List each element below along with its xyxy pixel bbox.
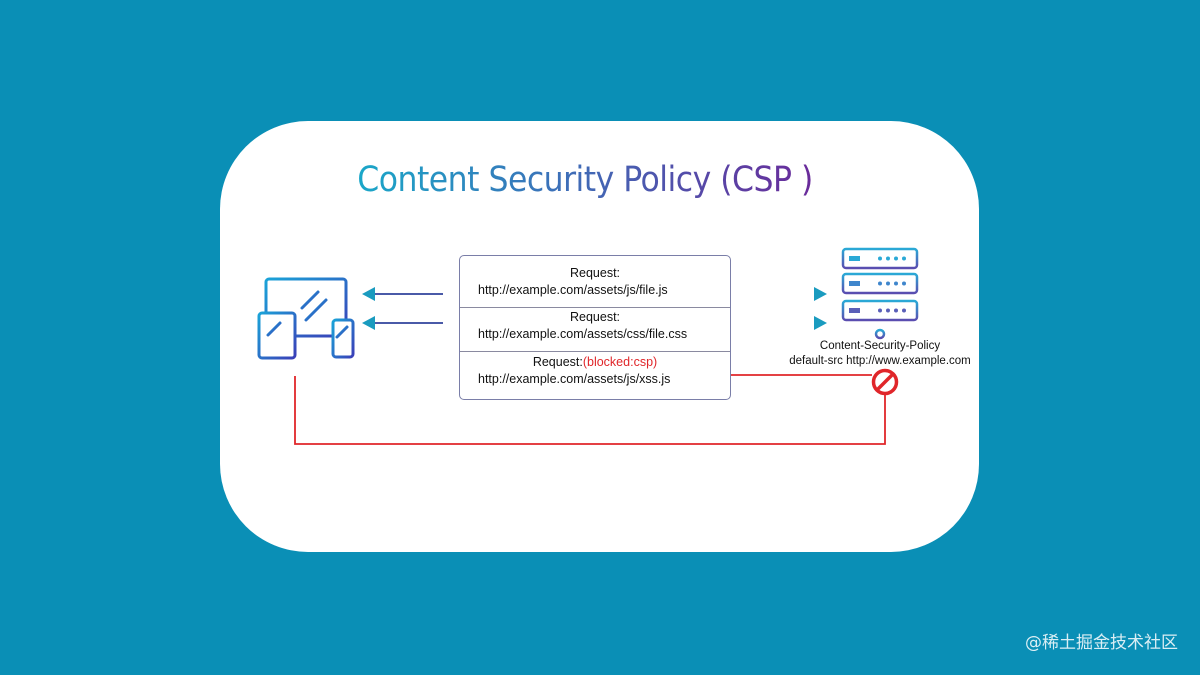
request-url: http://example.com/assets/js/xss.js: [478, 372, 671, 386]
response-arrow-1: [362, 287, 443, 301]
requests-box: Request: http://example.com/assets/js/fi…: [459, 255, 731, 400]
request-item: Request: http://example.com/assets/js/fi…: [460, 265, 730, 299]
server-rack-icon: [841, 247, 919, 340]
server-caption: Content-Security-Policy default-src http…: [770, 339, 990, 369]
request-label-line: Request:(blocked:csp): [460, 354, 730, 371]
blocked-status: (blocked:csp): [582, 355, 658, 369]
csp-header-value: default-src http://www.example.com: [789, 355, 971, 367]
divider: [460, 307, 730, 308]
request-arrow-1: [740, 287, 827, 301]
watermark: @稀土掘金技术社区: [1025, 633, 1178, 653]
request-label: Request:: [532, 355, 583, 369]
request-url: http://example.com/assets/css/file.css: [478, 327, 688, 341]
diagram-title: Content Security Policy (CSP ): [357, 160, 813, 200]
blocked-path: [294, 374, 886, 445]
request-label: Request:: [569, 266, 621, 280]
request-url: http://example.com/assets/js/file.js: [478, 283, 668, 297]
devices-icon: [257, 277, 355, 360]
request-item-blocked: Request:(blocked:csp) http://example.com…: [460, 354, 730, 388]
server-lights: [849, 256, 906, 313]
no-entry-icon: [871, 368, 899, 396]
csp-header-name: Content-Security-Policy: [819, 340, 941, 352]
request-label: Request:: [569, 310, 621, 324]
request-item: Request: http://example.com/assets/css/f…: [460, 309, 730, 343]
response-arrow-2: [362, 316, 443, 330]
divider: [460, 351, 730, 352]
request-arrow-2: [740, 316, 827, 330]
